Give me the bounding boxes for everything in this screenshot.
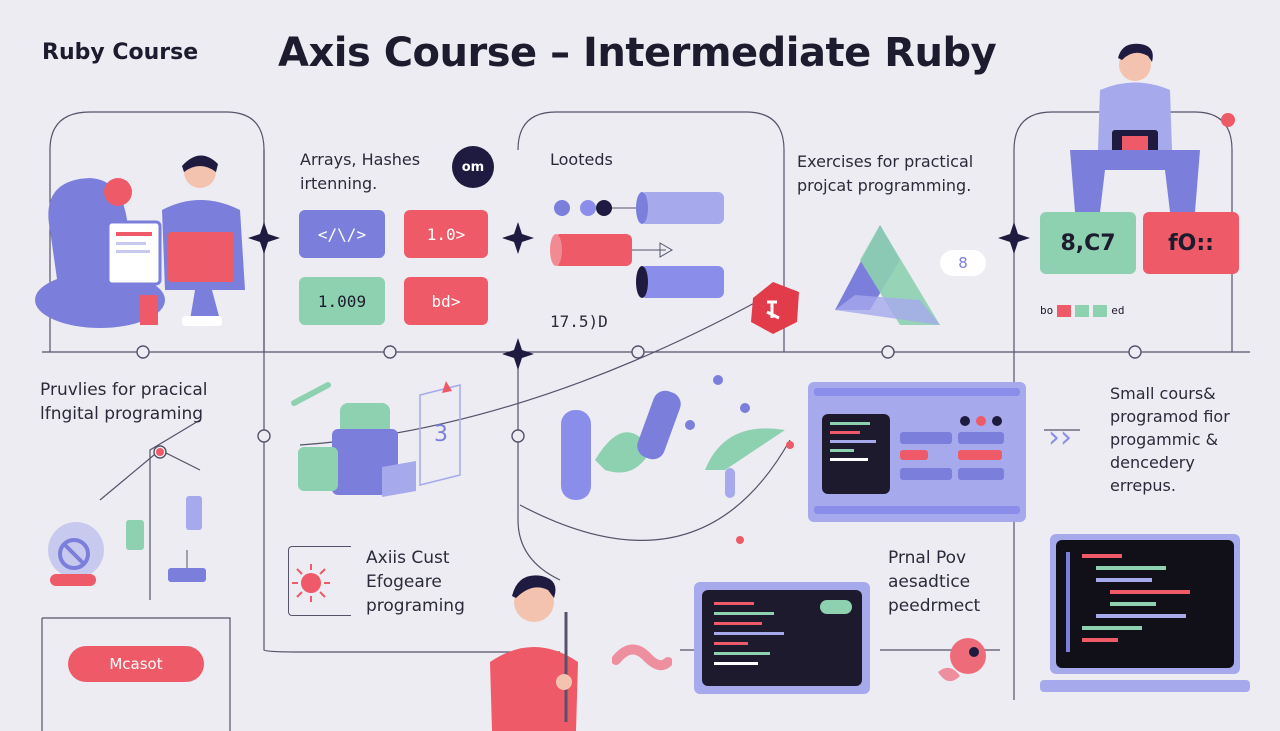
exercise-count-badge[interactable]: 8 bbox=[940, 250, 986, 276]
mascot-blob-icon bbox=[938, 638, 986, 682]
svg-text:››: ›› bbox=[1048, 420, 1072, 455]
page-title: Axis Course – Intermediate Ruby bbox=[278, 30, 997, 76]
terminal-screen bbox=[702, 590, 862, 686]
stat-tile-left[interactable]: 8,C7 bbox=[1040, 212, 1136, 274]
final-section-text: Prnal Pov aesadtice peedrmect bbox=[888, 548, 981, 616]
code-pill-tag[interactable]: </\/> bbox=[299, 210, 385, 258]
brand-label: Ruby Course bbox=[42, 40, 199, 65]
code-shapes-illustration bbox=[561, 390, 785, 500]
isometric-blocks-illustration bbox=[291, 381, 461, 497]
small-course-text: Small cours& programod fior progammic & … bbox=[1110, 384, 1230, 495]
course-logo-shape bbox=[835, 225, 940, 325]
panel-number: 3 bbox=[434, 422, 448, 447]
monitor-stand bbox=[1040, 680, 1250, 692]
practical-section-text: Pruvlies for pracical lfngital programin… bbox=[40, 380, 208, 424]
axis-frame bbox=[288, 546, 351, 616]
code-pill-version[interactable]: 1.0> bbox=[404, 210, 488, 258]
mascot-button[interactable]: Mcasot bbox=[68, 646, 204, 682]
axis-section-text: Axiis Cust Efogeare programing bbox=[366, 548, 465, 616]
code-pill-bd[interactable]: bd> bbox=[404, 277, 488, 325]
code-editor-window[interactable] bbox=[808, 382, 1026, 522]
monitor-screen bbox=[1056, 540, 1234, 668]
legend-end-label: ed bbox=[1111, 304, 1125, 317]
tile-legend: bo ed bbox=[1040, 304, 1125, 317]
editor-code-pane bbox=[822, 414, 890, 494]
loops-card-footer: 17.5)D bbox=[550, 312, 608, 331]
lab-equipment-illustration bbox=[48, 496, 206, 586]
student-pointer-illustration bbox=[490, 575, 578, 731]
worm-icon bbox=[612, 644, 672, 671]
monitor[interactable] bbox=[1050, 534, 1240, 674]
terminal-window[interactable] bbox=[694, 582, 870, 694]
students-illustration bbox=[35, 155, 245, 328]
legend-start-label: bo bbox=[1040, 304, 1054, 317]
code-pill-number[interactable]: 1.009 bbox=[299, 277, 385, 325]
loop-cylinders-illustration bbox=[550, 192, 724, 298]
stat-tile-right[interactable]: fO:: bbox=[1143, 212, 1239, 274]
ruby-gem-icon[interactable] bbox=[745, 278, 805, 338]
loops-card-title: Looteds bbox=[550, 150, 613, 169]
exercises-card-title: Exercises for practical projcat programm… bbox=[797, 152, 974, 195]
topic-badge[interactable]: om bbox=[452, 146, 494, 188]
arrays-card-title: Arrays, Hashes irtenning. bbox=[300, 150, 421, 193]
bug-icon bbox=[292, 564, 330, 602]
developer-illustration bbox=[1070, 43, 1200, 212]
